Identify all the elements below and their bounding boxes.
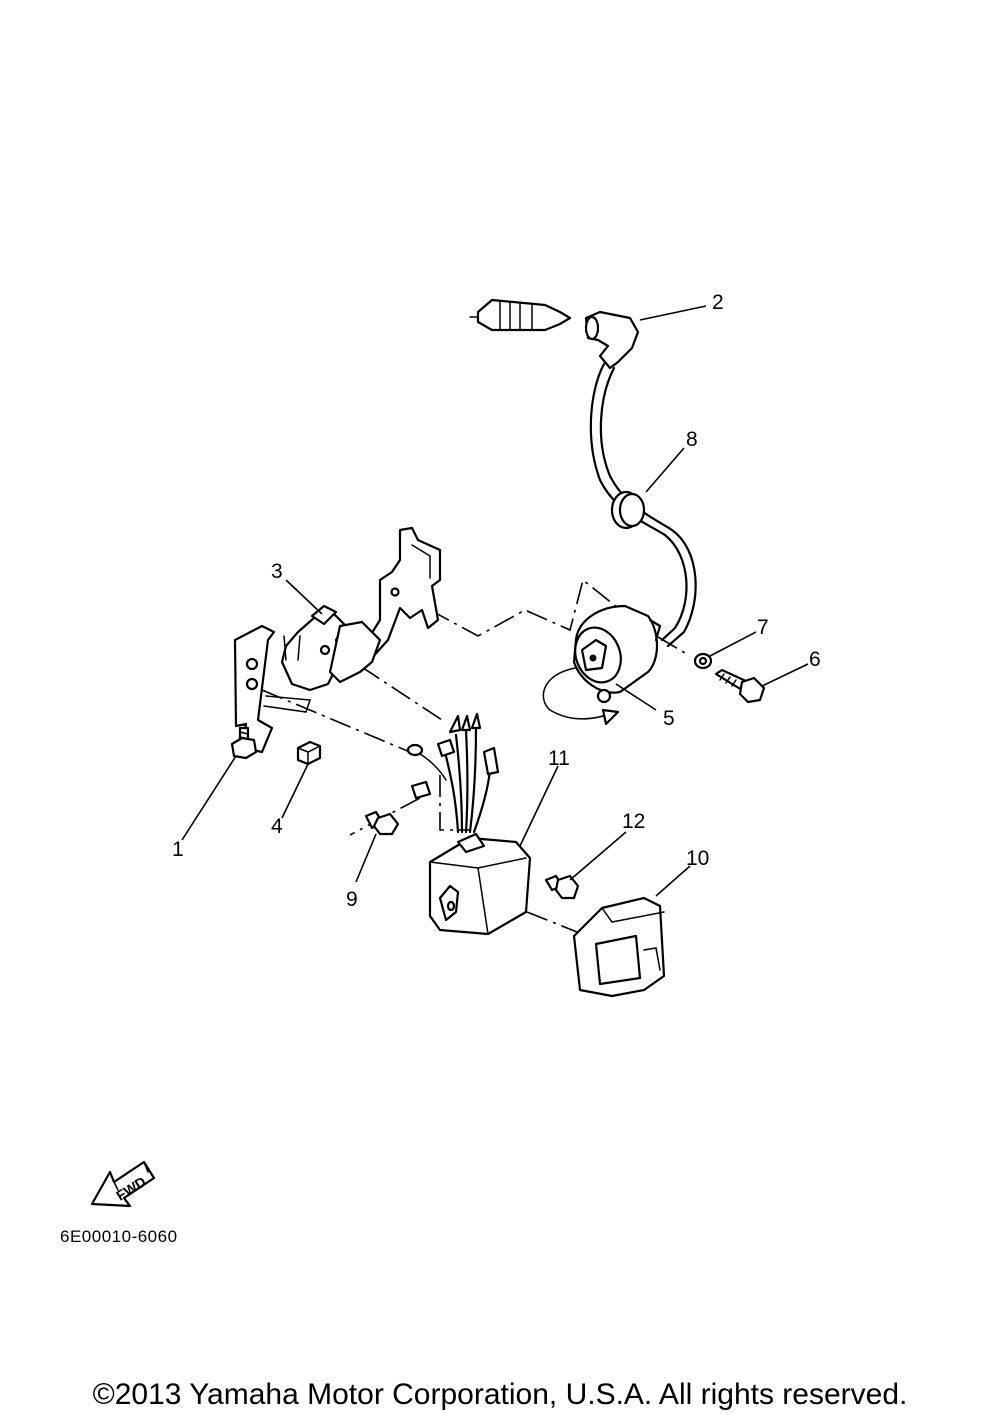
callout-12: 12 — [622, 810, 645, 833]
callout-5: 5 — [663, 707, 675, 730]
callout-8: 8 — [686, 428, 698, 451]
copyright-notice: ©2013 Yamaha Motor Corporation, U.S.A. A… — [92, 1378, 908, 1411]
callout-2: 2 — [712, 291, 724, 314]
callout-1: 1 — [172, 838, 184, 861]
callout-11: 11 — [548, 747, 570, 770]
cdi-unit[interactable] — [428, 832, 532, 936]
washer[interactable] — [693, 652, 713, 670]
callout-3: 3 — [271, 560, 283, 583]
coil-bolt[interactable] — [714, 668, 766, 704]
grommet[interactable] — [610, 490, 646, 530]
ignition-coil[interactable] — [542, 604, 662, 726]
wiring-harness — [406, 712, 500, 834]
callout-6: 6 — [809, 648, 821, 671]
spark-plug[interactable] — [469, 298, 572, 332]
drawing-code: 6E00010-6060 — [60, 1227, 178, 1246]
bracket-screw[interactable] — [230, 726, 258, 760]
callout-labels: 1 2 3 4 5 6 7 8 9 10 11 12 — [172, 291, 821, 911]
damper[interactable] — [296, 740, 322, 766]
cdi-bolt[interactable] — [364, 810, 400, 836]
ignition-bracket[interactable] — [358, 526, 442, 662]
callout-10: 10 — [686, 847, 709, 870]
callout-9: 9 — [346, 888, 358, 911]
callout-7: 7 — [757, 616, 769, 639]
pulser-coil-bracket[interactable] — [233, 604, 382, 754]
spark-plug-cap[interactable] — [584, 310, 640, 370]
callout-leaders — [181, 305, 809, 897]
fwd-arrow-icon: FWD — [90, 1160, 156, 1208]
cdi-cover[interactable] — [572, 896, 666, 998]
cdi-screw[interactable] — [544, 874, 580, 900]
callout-4: 4 — [271, 815, 283, 838]
